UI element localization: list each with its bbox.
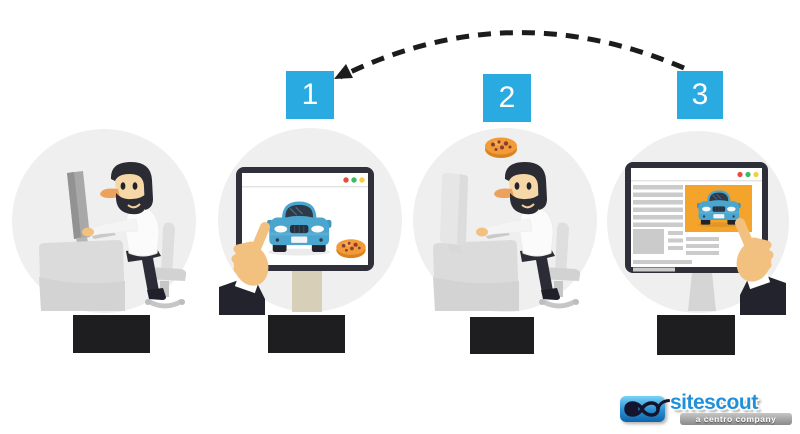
step-badge-2: 2 <box>483 74 531 122</box>
panel-site-visit-illustration <box>215 128 402 315</box>
redacted-caption-1 <box>73 315 150 353</box>
redacted-caption-4 <box>657 315 735 355</box>
monitor-stand <box>292 270 322 312</box>
step-number: 1 <box>301 78 319 111</box>
monitor-stand <box>688 272 716 311</box>
dashed-return-arrow <box>334 30 685 80</box>
redacted-caption-2 <box>268 315 345 353</box>
cookie-icon <box>336 239 366 259</box>
webpage-text-lines <box>633 185 719 272</box>
logo-tagline-text: a centro company <box>680 413 792 425</box>
panel-retargeted-ad-illustration <box>607 131 800 315</box>
step-badge-1: 1 <box>286 71 334 119</box>
sitescout-logo: sitescout a centro company <box>608 387 800 434</box>
arrowhead-icon <box>334 64 353 79</box>
monitor-front-icon <box>440 173 468 253</box>
infinity-swoosh-icon <box>624 399 680 417</box>
panel-user-tagged-illustration <box>413 128 597 315</box>
cookie-icon <box>485 137 517 158</box>
panel-user-browsing-illustration <box>12 129 196 315</box>
step-number: 2 <box>498 81 516 114</box>
browser-dots-icon <box>737 171 759 178</box>
logo-brand-text: sitescout <box>670 391 758 414</box>
browser-dots-icon <box>343 177 365 183</box>
step-number: 3 <box>691 78 709 111</box>
step-badge-3: 3 <box>677 71 723 119</box>
redacted-caption-3 <box>470 317 534 354</box>
